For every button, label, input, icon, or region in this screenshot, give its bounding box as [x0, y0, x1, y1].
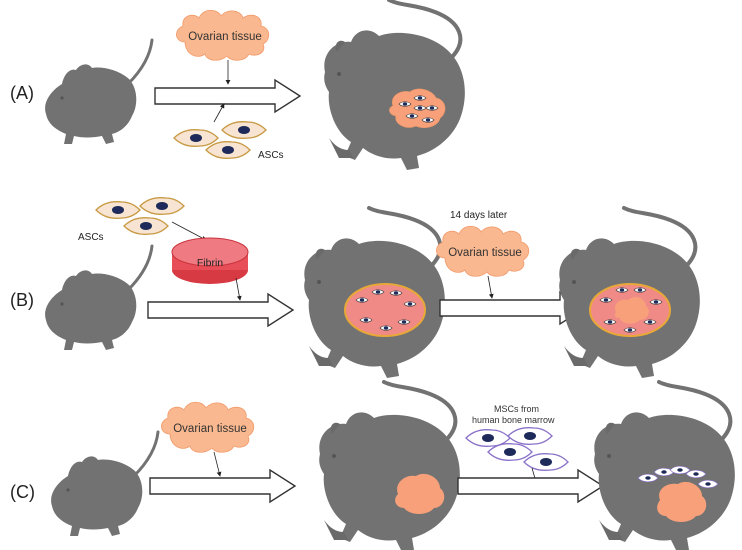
asc-cell [139, 197, 185, 215]
ascs-label: ASCs [258, 150, 284, 161]
fibrin-dish [171, 237, 249, 284]
fibrin-scaffold-graft [344, 283, 426, 337]
asc-cell [221, 121, 267, 139]
ovarian-graft-with-cells [389, 88, 446, 128]
days-later-label: 14 days later [450, 210, 508, 221]
mouse-icon [43, 244, 154, 352]
row-label-c: (C) [10, 482, 35, 502]
mouse-icon [317, 380, 462, 550]
mscs-label-line1: MSCs from [494, 404, 539, 414]
ovarian-graft-with-mscs [637, 465, 719, 522]
scaffold-with-ovarian-graft [589, 283, 671, 337]
row-label-b: (B) [10, 290, 34, 310]
msc-cell [523, 453, 569, 471]
row-label-a: (A) [10, 83, 34, 103]
block-arrow [147, 293, 294, 327]
block-arrow [457, 469, 604, 503]
msc-cell [507, 427, 553, 445]
ovarian-tissue-label: Ovarian tissue [188, 31, 262, 43]
asc-cell [173, 129, 219, 147]
ascs-label: ASCs [78, 232, 104, 243]
mouse-icon [322, 0, 467, 173]
mouse-icon [49, 430, 160, 538]
ovarian-tissue-label: Ovarian tissue [448, 247, 522, 259]
ovarian-graft [395, 473, 445, 514]
mscs-label-line2: human bone marrow [472, 415, 555, 425]
mouse-icon [592, 380, 737, 550]
asc-cell [123, 217, 169, 235]
asc-cell [205, 141, 251, 159]
block-arrow [149, 469, 296, 503]
fibrin-label: Fibrin [197, 257, 223, 269]
ovarian-tissue-label: Ovarian tissue [173, 423, 247, 435]
block-arrow [154, 79, 301, 113]
mouse-icon [43, 38, 154, 146]
asc-cell [95, 201, 141, 219]
